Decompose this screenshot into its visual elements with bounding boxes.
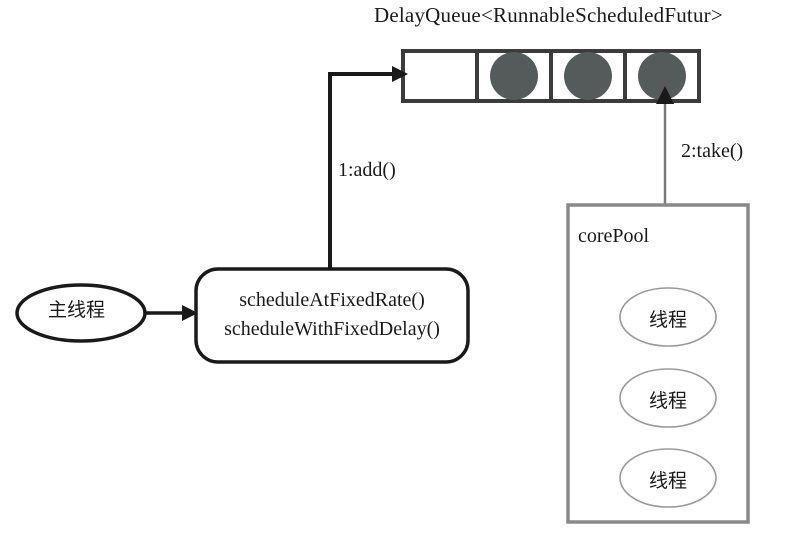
core-pool-thread-1 [619,287,717,347]
delay-queue-cell-2-task [490,52,538,100]
take-edge-label: 2:take() [681,140,744,162]
core-pool-thread-2-label: 线程 [648,390,687,412]
core-pool-thread-2 [619,368,717,428]
add-edge-label: 1:add() [338,159,396,181]
core-pool-thread-3 [619,448,717,508]
delay-queue-cell-3-task [564,52,612,100]
main-thread-label: 主线程 [48,299,106,321]
core-pool-thread-3-label: 线程 [648,470,687,492]
invoke-edge [145,305,198,321]
core-pool-label: corePool [578,225,650,247]
scheduler-method-2: scheduleWithFixedDelay() [224,318,440,340]
add-edge [328,66,408,270]
scheduler-box-text: scheduleAtFixedRate() scheduleWithFixedD… [196,286,468,344]
scheduler-method-1: scheduleAtFixedRate() [239,289,425,311]
core-pool-thread-1-label: 线程 [648,309,687,331]
delay-queue-cell-4-task [638,52,686,100]
scheduler-box [194,267,470,364]
delay-queue-title: DelayQueue<RunnableScheduledFutur> [374,3,723,27]
